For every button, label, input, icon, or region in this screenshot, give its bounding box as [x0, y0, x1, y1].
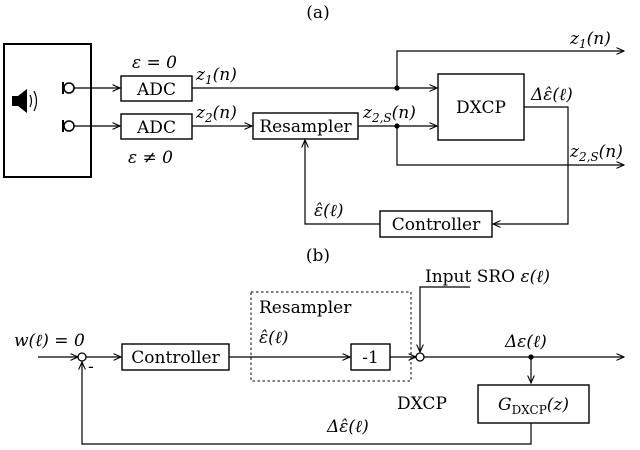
summing-junction-input — [77, 352, 87, 362]
caption-a: (a) — [306, 3, 329, 23]
negate-gain-label: -1 — [362, 348, 379, 368]
resampler-region-label: Resampler — [259, 298, 352, 318]
negate-gain-box — [350, 343, 391, 371]
input-sro-label: Input SRO ε(ℓ) — [425, 267, 550, 287]
adc-bottom-label: ADC — [136, 118, 176, 138]
resampler-label: Resampler — [259, 117, 352, 137]
adc-top-label: ADC — [136, 80, 176, 100]
device-box — [3, 43, 92, 178]
dxcp-label: DXCP — [456, 98, 506, 118]
eps-hat-label-b: ε̂(ℓ) — [259, 328, 288, 348]
eps-zero-label: ε = 0 — [132, 53, 177, 73]
controller-label-b: Controller — [131, 348, 220, 368]
caption-b: (b) — [306, 246, 330, 266]
delta-eps-hat-label-a: Δε̂(ℓ) — [530, 85, 573, 105]
resampler-box — [252, 112, 359, 140]
z2s-signal-label: z2,S(n) — [362, 103, 416, 125]
g-dxcp-label: GDXCP(z) — [498, 395, 569, 417]
speaker-icon — [12, 89, 38, 113]
eps-hat-label-a: ε̂(ℓ) — [314, 201, 343, 221]
controller-label-a: Controller — [392, 215, 481, 235]
z2-signal-label: z2(n) — [195, 103, 237, 125]
resampler-region — [250, 291, 412, 382]
delta-eps-hat-label-b: Δε̂(ℓ) — [326, 417, 369, 437]
delta-eps-label: Δε(ℓ) — [504, 332, 547, 352]
summing-junction-sro — [415, 352, 425, 362]
minus-sign: - — [88, 357, 94, 377]
dxcp-label-b: DXCP — [397, 394, 447, 414]
z2s-output-label: z2,S(n) — [569, 142, 623, 164]
w-input-label: w(ℓ) = 0 — [14, 331, 85, 351]
z1-signal-label: z1(n) — [195, 65, 237, 87]
eps-nonzero-label: ε ≠ 0 — [128, 148, 173, 168]
z1-output-label: z1(n) — [569, 29, 611, 51]
g-dxcp-box — [477, 384, 590, 424]
